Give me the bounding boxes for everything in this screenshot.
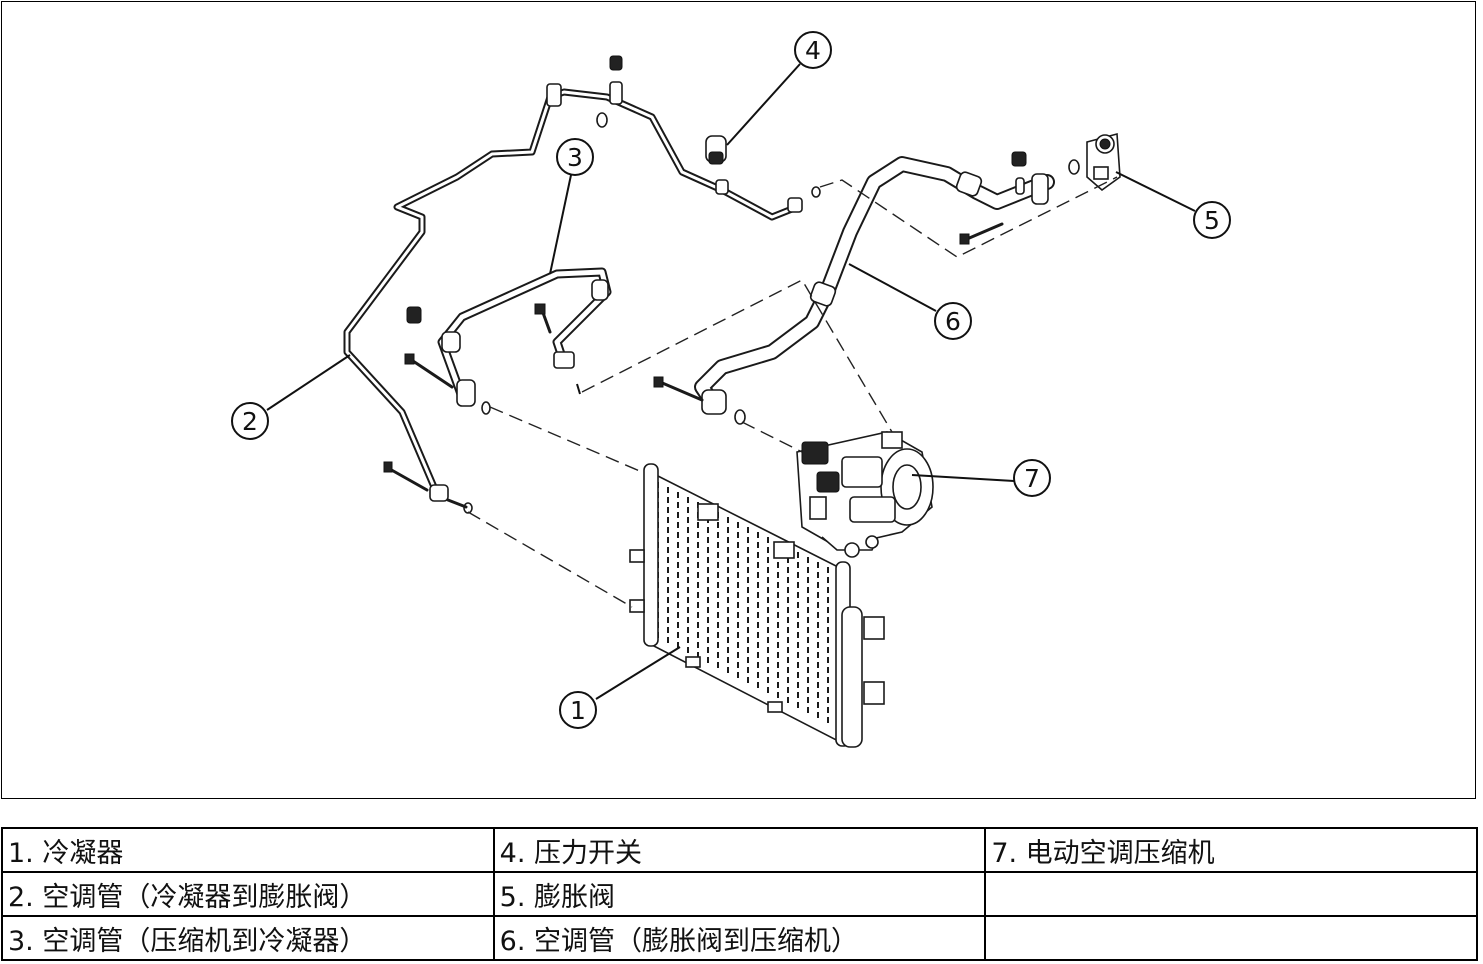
callout-5: 5 — [1115, 171, 1231, 239]
condenser — [629, 463, 885, 748]
legend-cell — [984, 871, 1478, 917]
parts-legend-table: 1. 冷凝器 4. 压力开关 7. 电动空调压缩机 2. 空调管（冷凝器到膨胀阀… — [1, 827, 1478, 961]
svg-text:7: 7 — [1024, 464, 1040, 493]
legend-cell: 6. 空调管（膨胀阀到压缩机） — [492, 915, 987, 961]
callout-3: 3 — [549, 138, 594, 275]
legend-cell: 7. 电动空调压缩机 — [984, 827, 1478, 873]
svg-text:3: 3 — [567, 143, 583, 172]
expansion-valve — [959, 132, 1121, 245]
ac-pipe-condenser-to-valve — [343, 55, 821, 514]
legend-row: 3. 空调管（压缩机到冷凝器） 6. 空调管（膨胀阀到压缩机） — [1, 915, 1478, 961]
callout-2: 2 — [231, 354, 351, 440]
legend-cell: 1. 冷凝器 — [1, 827, 495, 873]
assembly-dashed-lines — [467, 176, 1118, 608]
svg-text:4: 4 — [805, 36, 821, 65]
callout-7: 7 — [911, 459, 1051, 497]
legend-row: 1. 冷凝器 4. 压力开关 7. 电动空调压缩机 — [1, 827, 1478, 873]
legend-cell: 4. 压力开关 — [492, 827, 987, 873]
svg-text:6: 6 — [945, 307, 961, 336]
legend-cell: 5. 膨胀阀 — [492, 871, 987, 917]
legend-row: 2. 空调管（冷凝器到膨胀阀） 5. 膨胀阀 — [1, 871, 1478, 917]
legend-cell: 3. 空调管（压缩机到冷凝器） — [1, 915, 495, 961]
pressure-switch — [705, 135, 727, 165]
ac-system-diagram: 1 2 3 4 5 6 7 — [231, 31, 1231, 748]
callout-6: 6 — [848, 263, 972, 340]
ac-pipe-compressor-to-condenser — [404, 267, 612, 415]
exploded-diagram-frame: 1 2 3 4 5 6 7 — [1, 1, 1476, 799]
callout-1: 1 — [559, 646, 681, 729]
legend-cell: 2. 空调管（冷凝器到膨胀阀） — [1, 871, 495, 917]
ac-pipe-valve-to-compressor — [653, 151, 1080, 425]
svg-text:5: 5 — [1204, 206, 1220, 235]
svg-text:1: 1 — [570, 696, 586, 725]
callout-4: 4 — [726, 31, 832, 146]
legend-cell — [984, 915, 1478, 961]
electric-compressor — [796, 431, 934, 558]
svg-text:2: 2 — [242, 407, 258, 436]
